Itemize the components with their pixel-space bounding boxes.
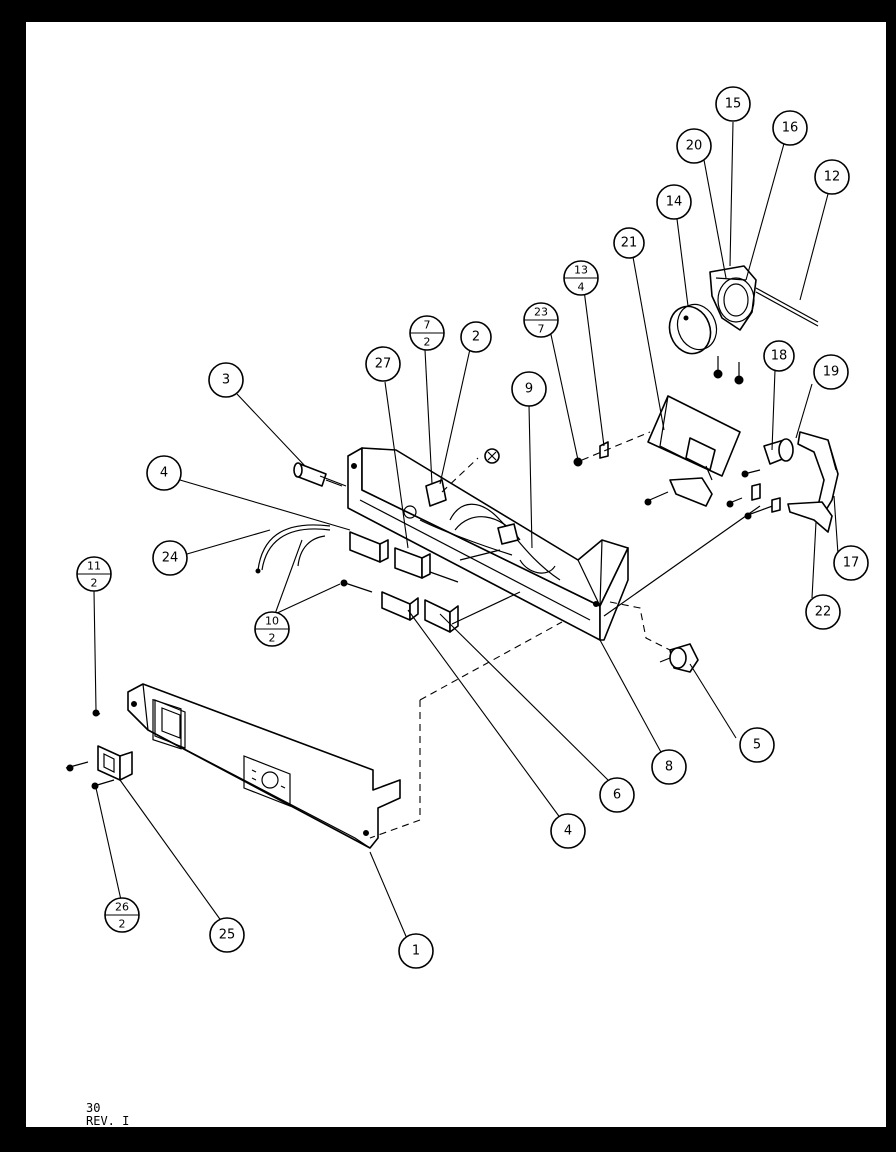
callout-1: 1: [398, 933, 434, 969]
svg-text:2: 2: [269, 632, 276, 645]
callout-26-2: 26 2: [104, 897, 140, 933]
svg-text:26: 26: [115, 901, 129, 914]
svg-text:24: 24: [162, 551, 179, 566]
svg-text:7: 7: [538, 323, 545, 336]
wire-harness-part: [255, 524, 331, 574]
callout-14: 14: [656, 184, 692, 220]
svg-text:20: 20: [686, 139, 703, 154]
svg-text:17: 17: [843, 556, 860, 571]
callout-23-7: 23 7: [523, 302, 559, 338]
solenoid-bracket-part: [709, 265, 819, 331]
callout-5: 5: [739, 727, 775, 763]
switch-bezel-part: [97, 745, 133, 781]
page-number: 30: [86, 1101, 101, 1115]
clip-parts: [599, 441, 781, 513]
svg-text:2: 2: [119, 918, 126, 931]
callout-16: 16: [772, 110, 808, 146]
actuator-bracket-part: [647, 395, 741, 507]
svg-text:2: 2: [472, 330, 480, 345]
svg-text:7: 7: [424, 319, 431, 332]
callout-4-upper: 4: [146, 455, 182, 491]
leader-lines: [93, 121, 839, 942]
callout-20: 20: [676, 128, 712, 164]
assembly-lines: [319, 431, 761, 839]
callout-19: 19: [813, 354, 849, 390]
callout-25: 25: [209, 917, 245, 953]
svg-text:18: 18: [771, 349, 788, 364]
callout-2: 2: [460, 321, 492, 353]
grommet-part: [484, 448, 500, 464]
capacitor-part: [293, 462, 343, 487]
svg-text:22: 22: [815, 605, 832, 620]
switch-parts: [349, 531, 459, 633]
svg-text:12: 12: [824, 170, 841, 185]
callout-10-2: 10 2: [254, 611, 290, 647]
callout-3: 3: [208, 362, 244, 398]
lever-assembly-part: [763, 431, 839, 533]
svg-text:4: 4: [578, 281, 585, 294]
callout-7-2: 7 2: [409, 315, 445, 351]
svg-text:3: 3: [222, 373, 230, 388]
callout-15: 15: [715, 86, 751, 122]
callout-13-4: 13 4: [563, 260, 599, 296]
svg-text:25: 25: [219, 928, 236, 943]
front-panel-part: [127, 683, 401, 849]
svg-text:27: 27: [375, 357, 392, 372]
svg-text:4: 4: [564, 824, 572, 839]
revision-label: REV. I: [86, 1114, 130, 1128]
svg-text:8: 8: [665, 760, 673, 775]
callout-12: 12: [814, 159, 850, 195]
svg-text:11: 11: [87, 560, 101, 573]
svg-text:2: 2: [424, 336, 431, 349]
svg-text:19: 19: [823, 365, 840, 380]
svg-text:6: 6: [613, 788, 621, 803]
motor-disc-part: [668, 303, 718, 355]
svg-text:1: 1: [412, 944, 420, 959]
svg-text:2: 2: [91, 577, 98, 590]
svg-text:5: 5: [753, 738, 761, 753]
svg-text:14: 14: [666, 195, 683, 210]
svg-text:16: 16: [782, 121, 799, 136]
svg-text:23: 23: [534, 306, 548, 319]
svg-text:4: 4: [160, 466, 168, 481]
callout-22: 22: [805, 594, 841, 630]
callout-21: 21: [613, 227, 645, 259]
callout-9: 9: [511, 371, 547, 407]
callout-17: 17: [833, 545, 869, 581]
callout-18: 18: [763, 340, 795, 372]
callout-8: 8: [651, 749, 687, 785]
callout-11-2: 11 2: [76, 556, 112, 592]
page-footer: 30 REV. I: [86, 1102, 129, 1128]
callout-6: 6: [599, 777, 635, 813]
svg-text:9: 9: [525, 382, 533, 397]
svg-text:13: 13: [574, 264, 588, 277]
svg-text:10: 10: [265, 615, 279, 628]
callout-24: 24: [152, 540, 188, 576]
callout-27: 27: [365, 346, 401, 382]
callout-4-lower: 4: [550, 813, 586, 849]
control-bracket-part: [347, 447, 629, 641]
svg-text:21: 21: [621, 236, 638, 251]
svg-text:15: 15: [725, 97, 742, 112]
